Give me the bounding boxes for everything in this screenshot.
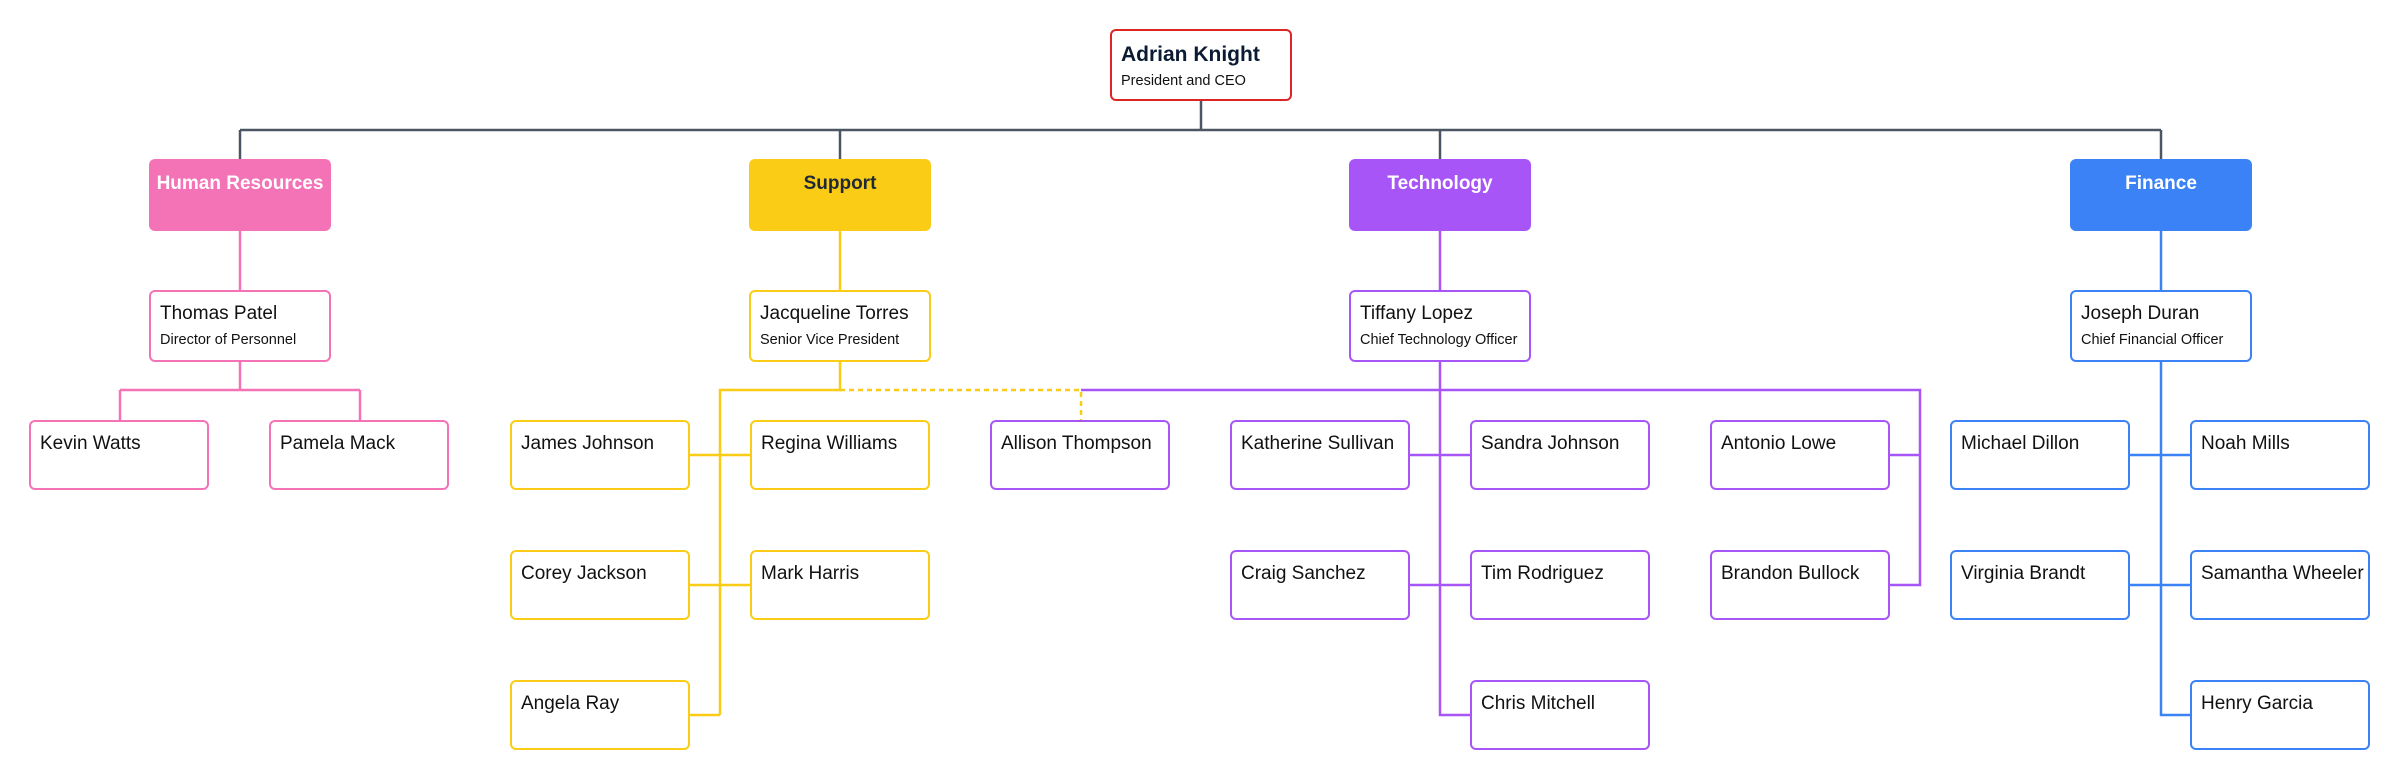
node-name: Tim Rodriguez xyxy=(1481,563,1604,584)
node-name: Adrian Knight xyxy=(1121,43,1260,66)
dept-header-human-resources[interactable]: Human Resources xyxy=(149,159,331,231)
node-name: Virginia Brandt xyxy=(1961,563,2086,584)
dept-label: Human Resources xyxy=(156,173,324,194)
node-member[interactable]: Pamela Mack xyxy=(269,420,449,490)
node-name: Allison Thompson xyxy=(1001,433,1152,454)
node-title: President and CEO xyxy=(1121,73,1246,89)
node-member[interactable]: Noah Mills xyxy=(2190,420,2370,490)
dept-label: Finance xyxy=(2125,173,2197,194)
node-member[interactable]: Brandon Bullock xyxy=(1710,550,1890,620)
node-member[interactable]: Sandra Johnson xyxy=(1470,420,1650,490)
dept-label: Technology xyxy=(1387,173,1493,194)
node-name: Brandon Bullock xyxy=(1721,563,1860,584)
node-title: Chief Technology Officer xyxy=(1360,332,1518,348)
connector-finance-stem xyxy=(2159,362,2190,717)
node-name: Tiffany Lopez xyxy=(1360,303,1474,324)
node-member[interactable]: Craig Sanchez xyxy=(1230,550,1410,620)
node-title: Chief Financial Officer xyxy=(2081,332,2224,348)
node-name: Pamela Mack xyxy=(280,433,396,454)
node-name: Angela Ray xyxy=(521,693,620,714)
node-member[interactable]: Chris Mitchell xyxy=(1470,680,1650,750)
node-member[interactable]: James Johnson xyxy=(510,420,690,490)
node-member[interactable]: Angela Ray xyxy=(510,680,690,750)
node-title: Senior Vice President xyxy=(760,332,900,348)
dept-header-support[interactable]: Support xyxy=(749,159,931,231)
node-president[interactable]: Adrian Knight President and CEO xyxy=(1110,29,1292,101)
dept-header-technology[interactable]: Technology xyxy=(1349,159,1531,231)
node-name: Chris Mitchell xyxy=(1481,693,1596,714)
node-name: Corey Jackson xyxy=(521,563,647,584)
node-head-support[interactable]: Jacqueline Torres Senior Vice President xyxy=(749,290,931,362)
node-name: Samantha Wheeler xyxy=(2201,563,2364,584)
node-name: James Johnson xyxy=(521,433,655,454)
connector-tech-bus xyxy=(1081,388,1922,587)
connector-support-stem xyxy=(718,362,842,715)
node-member[interactable]: Samantha Wheeler xyxy=(2190,550,2370,620)
node-name: Kevin Watts xyxy=(40,433,141,454)
node-name: Henry Garcia xyxy=(2201,693,2313,714)
node-name: Jacqueline Torres xyxy=(760,303,909,324)
node-member[interactable]: Corey Jackson xyxy=(510,550,690,620)
node-name: Noah Mills xyxy=(2201,433,2290,454)
node-head-technology[interactable]: Tiffany Lopez Chief Technology Officer xyxy=(1349,290,1531,362)
node-name: Joseph Duran xyxy=(2081,303,2200,324)
node-name: Katherine Sullivan xyxy=(1241,433,1395,454)
node-name: Thomas Patel xyxy=(160,303,278,324)
dept-header-finance[interactable]: Finance xyxy=(2070,159,2252,231)
node-member[interactable]: Antonio Lowe xyxy=(1710,420,1890,490)
node-name: Craig Sanchez xyxy=(1241,563,1366,584)
node-member[interactable]: Tim Rodriguez xyxy=(1470,550,1650,620)
node-name: Antonio Lowe xyxy=(1721,433,1837,454)
connector-tech-stem xyxy=(1438,362,1470,717)
node-member[interactable]: Allison Thompson xyxy=(990,420,1170,490)
node-member[interactable]: Kevin Watts xyxy=(29,420,209,490)
node-member[interactable]: Mark Harris xyxy=(750,550,930,620)
node-name: Sandra Johnson xyxy=(1481,433,1620,454)
node-member[interactable]: Regina Williams xyxy=(750,420,930,490)
node-member[interactable]: Virginia Brandt xyxy=(1950,550,2130,620)
node-head-human-resources[interactable]: Thomas Patel Director of Personnel xyxy=(149,290,331,362)
connector-support-dotted xyxy=(840,388,1083,420)
node-title: Director of Personnel xyxy=(160,332,297,348)
dept-label: Support xyxy=(803,173,877,194)
node-name: Mark Harris xyxy=(761,563,860,584)
node-name: Regina Williams xyxy=(761,433,898,454)
node-name: Michael Dillon xyxy=(1961,433,2080,454)
node-member[interactable]: Katherine Sullivan xyxy=(1230,420,1410,490)
node-member[interactable]: Henry Garcia xyxy=(2190,680,2370,750)
node-member[interactable]: Michael Dillon xyxy=(1950,420,2130,490)
node-head-finance[interactable]: Joseph Duran Chief Financial Officer xyxy=(2070,290,2252,362)
